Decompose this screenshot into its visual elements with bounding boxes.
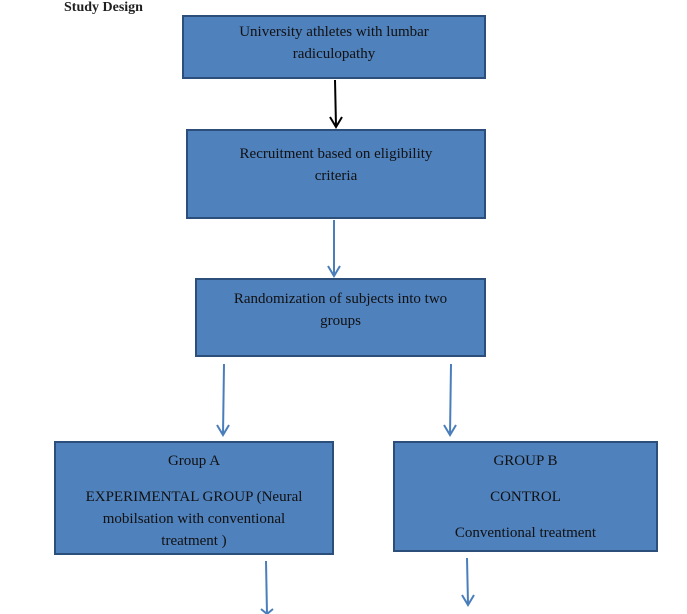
group-a-label-line-3: treatment ) (161, 533, 227, 549)
recruitment-label-line-2: criteria (314, 168, 358, 184)
arrow-group-b-down (461, 557, 475, 607)
arrow-randomization-to-group-a (216, 363, 230, 437)
randomization-label-line-2: groups (320, 313, 361, 329)
group-a-label-line-1: EXPERIMENTAL GROUP (Neural (85, 489, 303, 505)
group-a-title: Group A (167, 453, 221, 469)
group-b-label-control: CONTROL (490, 489, 561, 505)
group-b-box: GROUP B CONTROL Conventional treatment (393, 441, 658, 552)
arrow-recruitment-to-randomization (327, 220, 341, 278)
recruitment-box: Recruitment based on eligibility criteri… (186, 129, 486, 219)
randomization-box: Randomization of subjects into two group… (195, 278, 486, 357)
group-b-label-treatment: Conventional treatment (454, 525, 597, 541)
group-b-title: GROUP B (493, 453, 558, 469)
athletes-label-line-1: University athletes with lumbar (239, 24, 429, 40)
athletes-box: University athletes with lumbar radiculo… (182, 15, 486, 79)
recruitment-label-line-1: Recruitment based on eligibility (239, 146, 433, 162)
arrow-athletes-to-recruitment (329, 79, 343, 129)
athletes-label-line-2: radiculopathy (292, 46, 376, 62)
arrow-randomization-to-group-b (443, 363, 457, 437)
arrow-group-a-down (260, 560, 274, 614)
group-a-label-line-2: mobilsation with conventional (102, 511, 286, 527)
page-title: Study Design (64, 0, 143, 15)
group-a-box: Group A EXPERIMENTAL GROUP (Neural mobil… (54, 441, 334, 555)
randomization-label-line-1: Randomization of subjects into two (233, 291, 448, 307)
